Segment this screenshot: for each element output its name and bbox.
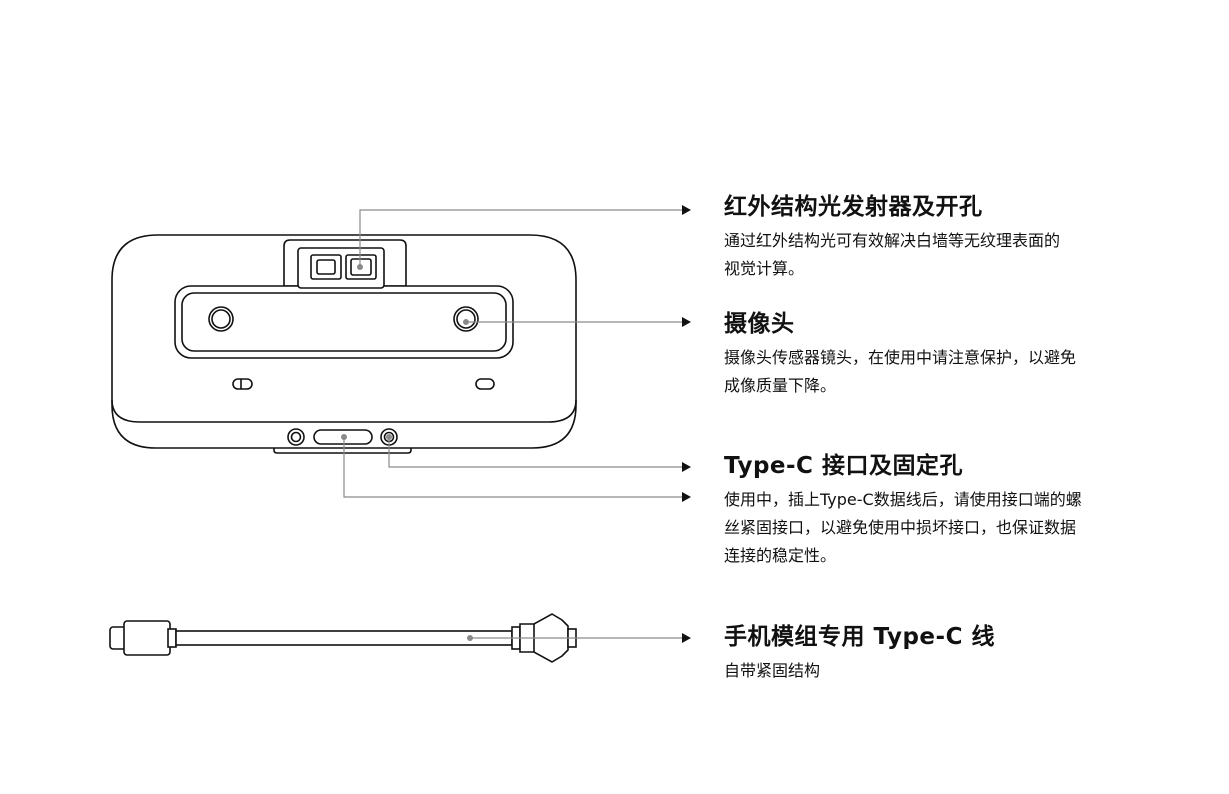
arrow-right-icon xyxy=(682,492,691,502)
arrow-heads xyxy=(682,205,691,643)
arrow-right-icon xyxy=(682,317,691,327)
camera-left-inner xyxy=(211,309,231,329)
camera-module-illustration xyxy=(111,234,577,454)
leader-lines xyxy=(343,209,682,639)
callout-ir-emitter: 红外结构光发射器及开孔 通过红外结构光可有效解决白墙等无纹理表面的 视觉计算。 xyxy=(724,193,1124,283)
screw-hole-left-inner xyxy=(290,431,302,443)
type-c-cable-illustration xyxy=(109,613,577,663)
callout-title: Type-C 接口及固定孔 xyxy=(724,453,963,479)
callout-description: 摄像头传感器镜头，在使用中请注意保护，以避免 成像质量下降。 xyxy=(724,348,1077,395)
cable-wire xyxy=(175,630,513,646)
cable-plug-body xyxy=(123,620,171,656)
arrow-right-icon xyxy=(682,205,691,215)
callout-title: 摄像头 xyxy=(724,311,795,337)
slot-left xyxy=(232,378,253,390)
callout-type-c-port: Type-C 接口及固定孔 使用中，插上Type-C数据线后，请使用接口端的螺 … xyxy=(724,452,1124,570)
callout-description: 通过红外结构光可有效解决白墙等无纹理表面的 视觉计算。 xyxy=(724,231,1061,278)
arrow-right-icon xyxy=(682,462,691,472)
callout-camera: 摄像头 摄像头传感器镜头，在使用中请注意保护，以避免 成像质量下降。 xyxy=(724,310,1124,400)
callout-title: 红外结构光发射器及开孔 xyxy=(724,194,983,220)
ir-window-left-lens xyxy=(316,259,336,275)
arrow-right-icon xyxy=(682,633,691,643)
leader-dots xyxy=(341,264,473,641)
module-body-inner xyxy=(111,399,577,423)
leader-screw-hole xyxy=(388,437,682,468)
leader-type-c-port xyxy=(343,437,682,498)
callout-type-c-cable: 手机模组专用 Type-C 线 自带紧固结构 xyxy=(724,623,1124,685)
leader-ir-emitter xyxy=(359,209,682,267)
callout-title: 手机模组专用 Type-C 线 xyxy=(724,624,995,650)
callout-description: 使用中，插上Type-C数据线后，请使用接口端的螺 丝紧固接口，以避免使用中损坏… xyxy=(724,490,1082,565)
cable-strain-relief-left xyxy=(167,628,177,648)
callout-description: 自带紧固结构 xyxy=(724,661,821,680)
slot-right xyxy=(475,378,495,390)
